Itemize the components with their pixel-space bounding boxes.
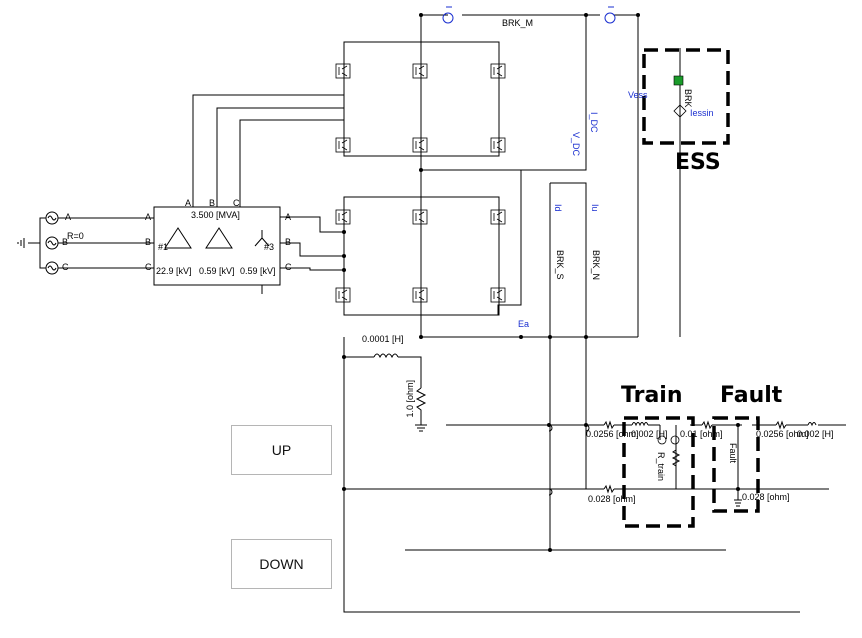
fault-dashed-box (712, 416, 760, 513)
train-dashed-box (622, 416, 695, 528)
inductor-label: 0.0001 [H] (362, 334, 404, 344)
src-label-b: B (62, 237, 69, 247)
ess-brk-label: BRK (683, 89, 693, 108)
train-meter-1 (657, 435, 667, 445)
xfmr-in-c: C (145, 262, 152, 272)
iu-label: Iu (590, 204, 600, 212)
resistor-label: 1.0 [ohm] (405, 380, 415, 418)
train-resistor (671, 449, 681, 467)
resistor-1ohm (415, 387, 427, 425)
ess-dashed-box (642, 48, 730, 145)
wye-winding (254, 230, 270, 247)
winding-1-label: #1 (158, 242, 169, 252)
up-r1-label: 0.0256 [ohm] (586, 429, 639, 439)
vess-label: Vess (628, 90, 648, 100)
ess-title: ESS (675, 150, 721, 175)
train-meter-2 (670, 435, 680, 445)
ac-source-a (45, 211, 59, 225)
up-button[interactable]: UP (231, 425, 332, 475)
dc-positive-bus (420, 14, 639, 337)
r-train-label: R_train (656, 452, 666, 482)
lower-feeders (280, 216, 344, 271)
down-button[interactable]: DOWN (231, 539, 332, 589)
src-label-a: A (65, 212, 72, 222)
down-r2-label: 0.028 [ohm] (742, 492, 790, 502)
igbt-group-upper (335, 63, 506, 153)
ess-block-indicator (673, 75, 684, 86)
xfmr-out-a: A (285, 212, 292, 222)
winding-3-label: #3 (264, 242, 275, 252)
id-label: Id (553, 204, 563, 212)
source-feeders (58, 217, 154, 269)
voltage-2: 0.59 [kV] (199, 266, 235, 276)
xfmr-top-b: B (209, 198, 216, 208)
ea-label: Ea (518, 319, 530, 329)
upper-feeders (192, 94, 344, 207)
up-l1-label: 0.002 [H] (631, 429, 668, 439)
xfmr-rating: 3.500 [MVA] (191, 210, 240, 220)
voltage-3: 0.59 [kV] (240, 266, 276, 276)
voltage-1: 22.9 [kV] (156, 266, 192, 276)
xfmr-out-b: B (285, 237, 292, 247)
xfmr-top-a: A (185, 198, 192, 208)
current-meter-left (442, 12, 454, 24)
down-r1-label: 0.028 [ohm] (588, 494, 636, 504)
src-label-c: C (62, 262, 69, 272)
train-title: Train (621, 383, 683, 408)
brk-n-label: BRK_N (591, 250, 601, 281)
brk-m-label: BRK_M (502, 18, 534, 28)
source-ground (17, 217, 46, 269)
r0-label: R=0 (67, 231, 84, 241)
iessin-label: Iessin (690, 108, 714, 118)
ess-branch (637, 48, 681, 337)
up-l3-label: 0.002 [H] (797, 429, 834, 439)
dc-return-bus (420, 315, 638, 338)
current-meter-right (604, 12, 616, 24)
inductor-0001 (373, 353, 399, 359)
fault-switch-label: Fault (728, 443, 738, 464)
xfmr-out-c: C (285, 262, 292, 272)
ac-source-b (45, 236, 59, 250)
up-r3-label: 0.0256 [ohm] (756, 429, 809, 439)
up-r2-label: 0.01 [ohm] (680, 429, 723, 439)
igbt-group-lower (335, 209, 506, 303)
ess-current-source (673, 104, 687, 118)
i-dc-label: I_DC (589, 112, 599, 133)
v-dc-label: V_DC (571, 132, 581, 157)
brk-s-label: BRK_S (555, 250, 565, 280)
xfmr-in-b: B (145, 237, 152, 247)
ground-return (343, 337, 800, 613)
xfmr-in-a: A (145, 212, 152, 222)
xfmr-top-c: C (233, 198, 240, 208)
ac-source-c (45, 261, 59, 275)
dc-mid-bus (421, 15, 587, 171)
fault-title: Fault (720, 383, 783, 408)
brk-lines (549, 182, 587, 550)
delta-windings (164, 227, 233, 249)
